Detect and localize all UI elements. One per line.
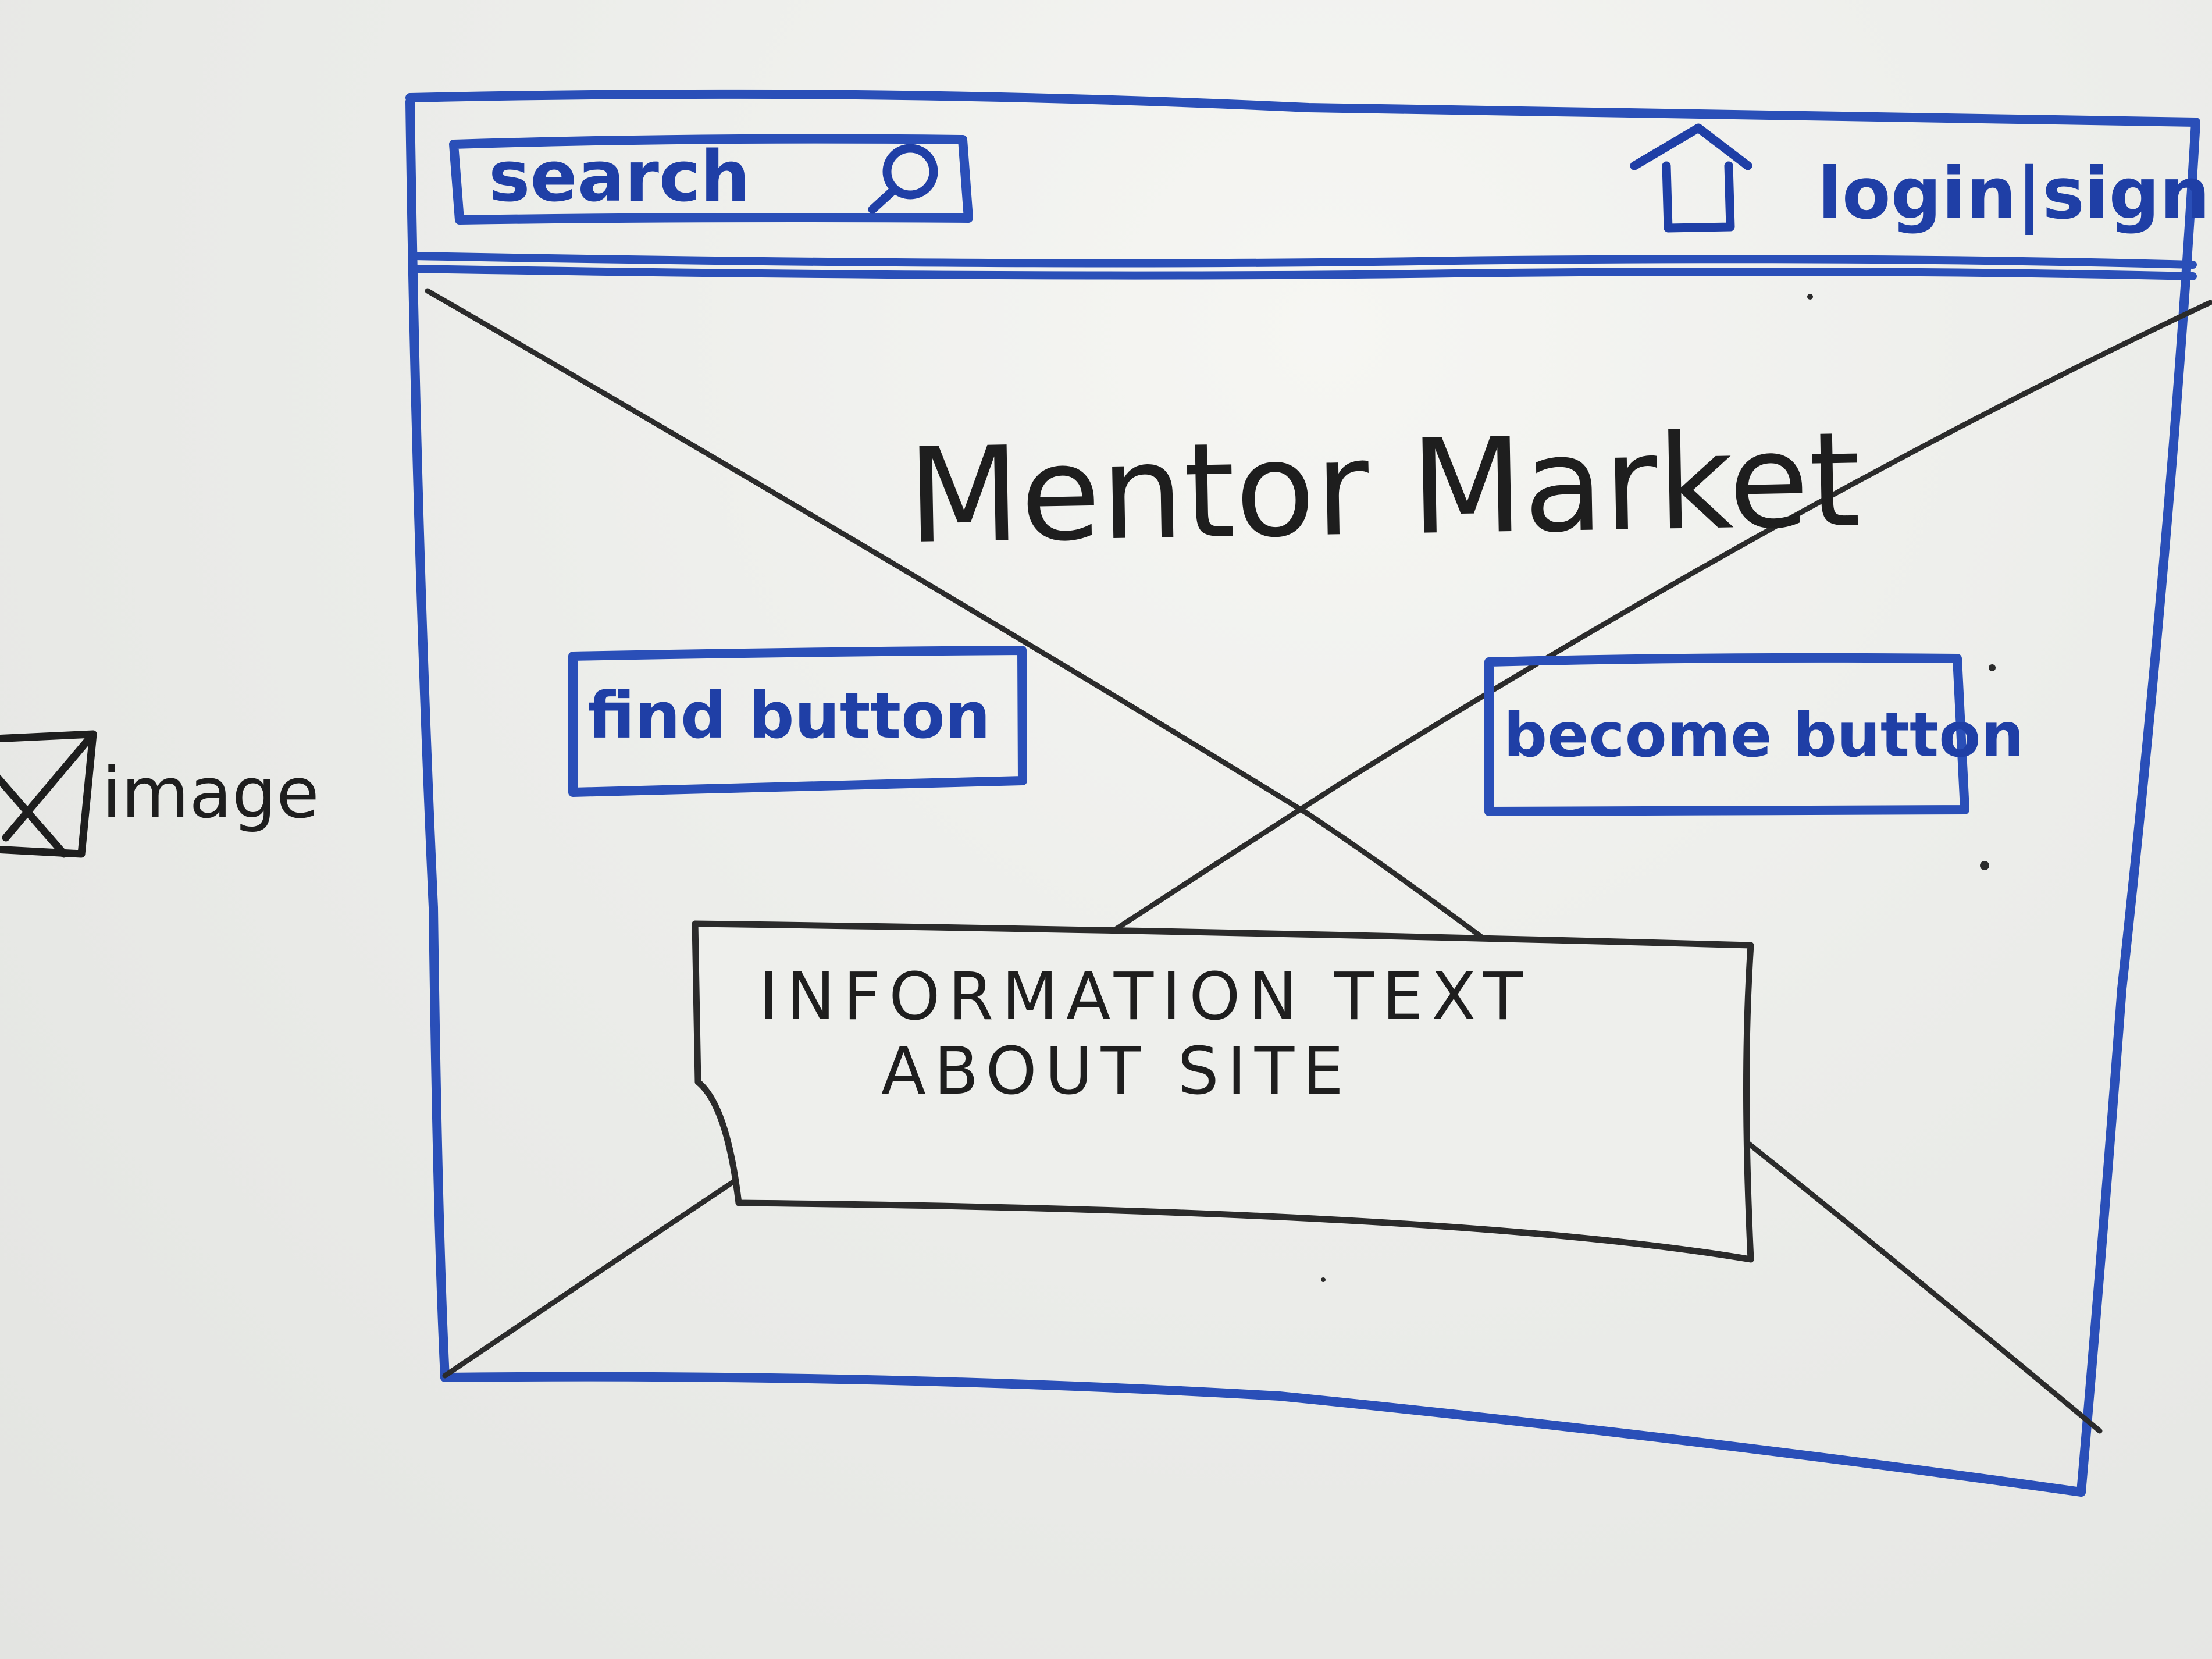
browser-window-frame xyxy=(405,89,2200,1497)
home-icon[interactable] xyxy=(1630,123,1752,233)
marker-smudges xyxy=(1321,294,1996,1282)
search-box-outline xyxy=(449,134,973,225)
info-line-1: INFORMATION TEXT xyxy=(759,959,1531,1035)
become-button[interactable]: become button xyxy=(1484,653,2024,816)
image-placeholder-icon xyxy=(0,730,97,858)
find-button[interactable]: find button xyxy=(568,646,1027,797)
become-button-outline xyxy=(1484,653,1969,816)
header-divider xyxy=(410,252,2197,280)
info-line-2: ABOUT SITE xyxy=(881,1034,1352,1109)
find-button-label: find button xyxy=(587,678,991,753)
hero-title: Mentor Market xyxy=(906,404,1862,574)
search-label: search xyxy=(489,137,750,218)
info-box-outline xyxy=(692,920,1754,1263)
login-signup-link[interactable]: login|signup xyxy=(1818,152,2212,235)
search-icon xyxy=(868,144,938,214)
search-box[interactable]: search xyxy=(449,134,973,225)
legend-image-placeholder: image xyxy=(0,730,319,858)
legend-label: image xyxy=(102,753,319,834)
become-button-label: become button xyxy=(1504,700,2024,771)
find-button-outline xyxy=(568,646,1027,797)
info-box: INFORMATION TEXT ABOUT SITE xyxy=(692,920,1754,1263)
